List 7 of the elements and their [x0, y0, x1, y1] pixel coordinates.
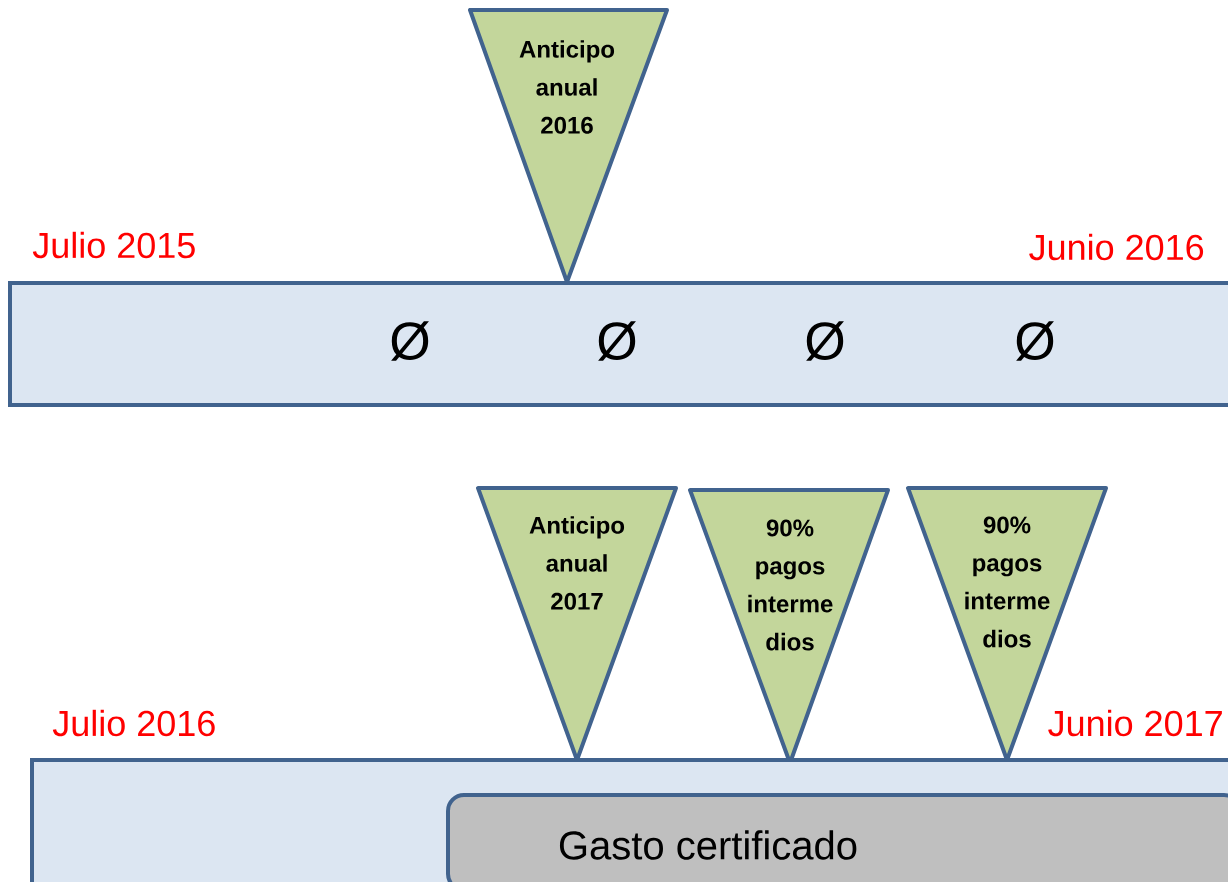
empty-set-symbol: Ø	[806, 321, 844, 361]
certified-expense-box: Gasto certificado	[446, 793, 1228, 882]
timeline-bar	[8, 281, 1228, 407]
empty-set-symbol: Ø	[598, 321, 636, 361]
empty-set-symbol: Ø	[1016, 321, 1054, 361]
empty-set-symbol: Ø	[391, 321, 429, 361]
date-label: Julio 2016	[52, 709, 215, 737]
